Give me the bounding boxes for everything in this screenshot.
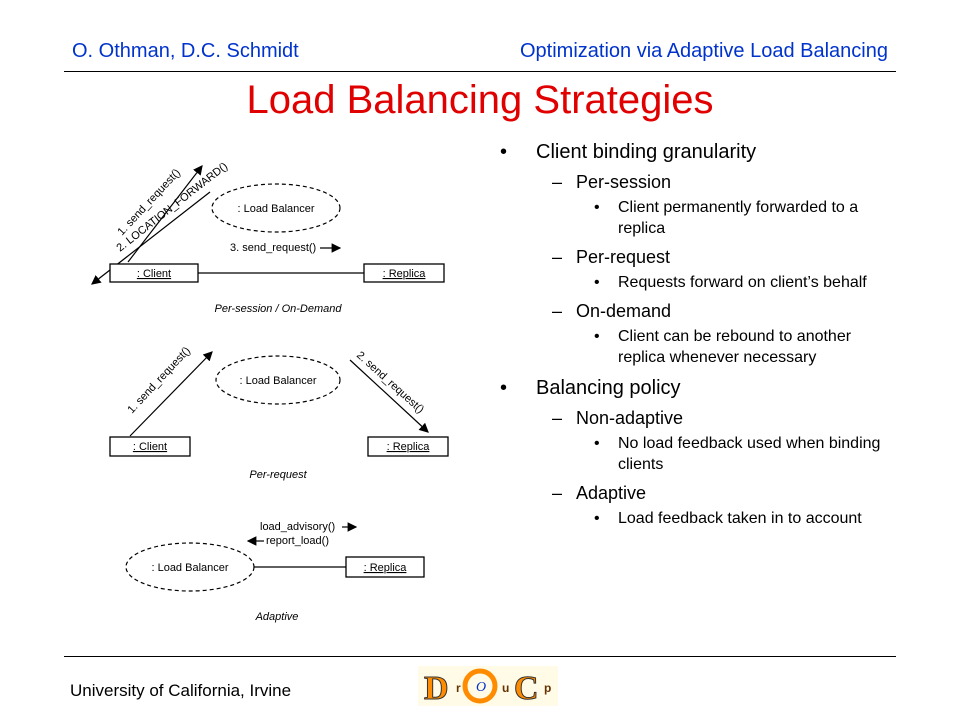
slide-title: Load Balancing Strategies xyxy=(246,78,714,122)
sub-bullet-text: Per-session xyxy=(576,172,672,192)
client-node xyxy=(109,263,199,283)
logo-letter-d: D xyxy=(424,670,449,706)
diagram-per-request: : Load Balancer : Client : Replica 1. se… xyxy=(109,345,449,481)
detail-text: Client permanently forwarded to a replic… xyxy=(618,199,859,237)
replica-node xyxy=(367,436,449,457)
msg-send-request-2-label: 2. send_request() xyxy=(354,349,426,416)
footer-divider xyxy=(64,656,896,657)
detail-text: Requests forward on client’s behalf xyxy=(618,274,867,291)
diagram-per-session: : Load Balancer : Client : Replica 1. se… xyxy=(91,160,445,315)
sub-bullet-per-session: – Per-session xyxy=(500,171,890,193)
logo-letter-u: u xyxy=(502,681,509,695)
dash-marker: – xyxy=(552,408,563,428)
bullet-marker: • xyxy=(594,435,600,452)
bullet-binding-granularity: • Client binding granularity xyxy=(500,140,890,164)
replica-node xyxy=(345,556,425,578)
caption-per-request: Per-request xyxy=(249,469,307,481)
footer-institution: University of California, Irvine xyxy=(70,681,292,700)
sub-bullet-adaptive: – Adaptive xyxy=(500,482,890,504)
sub-bullet-non-adaptive: – Non-adaptive xyxy=(500,407,890,429)
load-balancer-label: : Load Balancer xyxy=(151,562,228,574)
bullet-text: Client binding granularity xyxy=(536,141,757,163)
sub-bullet-on-demand: – On-demand xyxy=(500,300,890,322)
detail-adaptive: • Load feedback taken in to account xyxy=(500,508,890,529)
bullet-marker: • xyxy=(594,199,600,216)
load-balancer-label: : Load Balancer xyxy=(237,203,314,215)
bullet-balancing-policy: • Balancing policy xyxy=(500,376,890,400)
replica-label: : Replica xyxy=(364,562,408,574)
client-label: : Client xyxy=(137,268,171,280)
logo-letter-r: r xyxy=(456,681,461,695)
msg-client-to-balancer-arrow xyxy=(129,351,213,437)
sub-bullet-text: Adaptive xyxy=(576,483,647,503)
replica-label: : Replica xyxy=(383,268,427,280)
logo-letter-p: p xyxy=(544,681,551,695)
msg-send-request-3-label: 3. send_request() xyxy=(230,242,316,254)
bullet-list: • Client binding granularity – Per-sessi… xyxy=(500,140,890,529)
header-divider xyxy=(64,71,896,72)
dash-marker: – xyxy=(552,301,563,321)
sub-bullet-text: Per-request xyxy=(576,247,671,267)
msg-balancer-to-replica-arrow xyxy=(349,359,429,433)
replica-node xyxy=(363,263,445,283)
detail-text: No load feedback used when binding clien… xyxy=(618,435,881,473)
client-label: : Client xyxy=(133,441,167,453)
bullet-marker: • xyxy=(594,274,600,291)
diagram-adaptive: : Load Balancer : Replica load_advisory(… xyxy=(125,521,425,623)
sub-bullet-text: On-demand xyxy=(576,301,672,321)
caption-adaptive: Adaptive xyxy=(255,611,299,623)
bullet-marker: • xyxy=(594,328,600,345)
detail-per-session: • Client permanently forwarded to a repl… xyxy=(500,197,890,239)
sub-bullet-per-request: – Per-request xyxy=(500,246,890,268)
report-load-label: report_load() xyxy=(266,535,329,547)
load-balancer-node xyxy=(125,542,255,592)
load-balancer-label: : Load Balancer xyxy=(239,375,316,387)
load-balancer-node xyxy=(211,183,341,233)
detail-on-demand: • Client can be rebound to another repli… xyxy=(500,326,890,368)
bullet-marker: • xyxy=(500,141,508,163)
logo-ring xyxy=(462,668,498,704)
sub-bullet-text: Non-adaptive xyxy=(576,408,684,428)
detail-text: Client can be rebound to another replica… xyxy=(618,328,852,366)
load-advisory-label: load_advisory() xyxy=(260,521,335,533)
dash-marker: – xyxy=(552,172,563,192)
replica-label: : Replica xyxy=(387,441,431,453)
logo-letter-o: O xyxy=(476,680,486,695)
caption-per-session: Per-session / On-Demand xyxy=(215,303,343,315)
dash-marker: – xyxy=(552,247,563,267)
detail-non-adaptive: • No load feedback used when binding cli… xyxy=(500,433,890,475)
header-authors: O. Othman, D.C. Schmidt xyxy=(72,40,299,62)
load-balancer-node xyxy=(215,355,341,405)
header-topic: Optimization via Adaptive Load Balancing xyxy=(519,40,888,62)
detail-per-request: • Requests forward on client’s behalf xyxy=(500,272,890,293)
bullet-marker: • xyxy=(594,510,600,527)
doc-group-logo: D r O u C p xyxy=(418,666,558,706)
bullet-text: Balancing policy xyxy=(536,377,681,399)
bullet-marker: • xyxy=(500,377,508,399)
client-node xyxy=(109,436,191,457)
dash-marker: – xyxy=(552,483,563,503)
logo-letter-c: C xyxy=(514,670,539,706)
detail-text: Load feedback taken in to account xyxy=(618,510,862,527)
